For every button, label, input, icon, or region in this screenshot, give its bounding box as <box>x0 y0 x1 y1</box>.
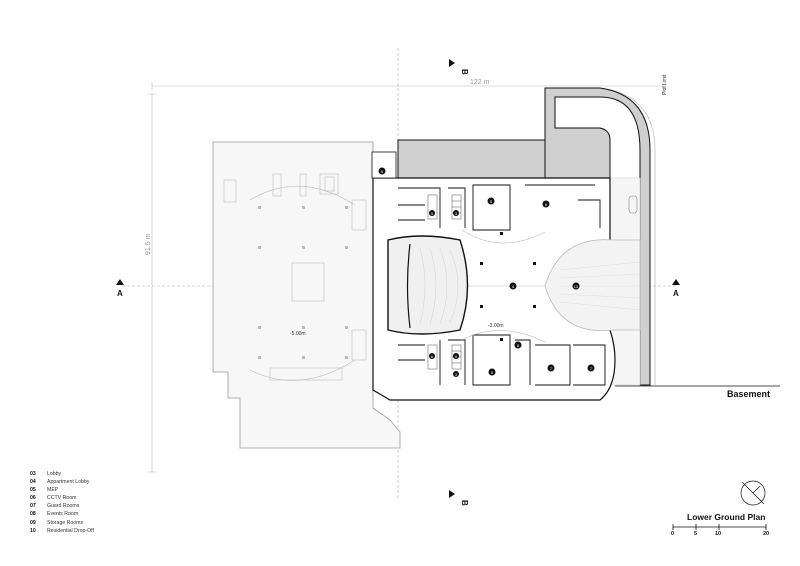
drop-off-lines <box>559 261 641 311</box>
room-tags: 6 5 6 9 3 4 10 8 5 7 7 6 9 3 <box>378 167 595 377</box>
room-top-left <box>371 151 397 179</box>
svg-text:8: 8 <box>517 343 520 348</box>
room-tag: 6 <box>378 167 386 175</box>
section-marker-icon <box>449 59 455 67</box>
plaza-columns <box>480 232 536 341</box>
svg-text:4: 4 <box>512 284 515 289</box>
room-tag: 5 <box>488 368 496 376</box>
event-hall <box>387 235 469 335</box>
room-tag: 3 <box>453 371 459 377</box>
section-marker-icon <box>672 279 680 285</box>
lower-ground-level-label: -3.00m <box>488 323 504 329</box>
svg-text:7: 7 <box>550 366 553 371</box>
room-tag: 9 <box>453 353 459 359</box>
room-tag: 4 <box>509 282 517 290</box>
car-icon <box>628 195 638 214</box>
plan-title: Lower Ground Plan <box>687 512 766 522</box>
height-dimension: 91.5 m <box>145 233 152 255</box>
room-tag: 6 <box>429 353 435 359</box>
section-marker-icon <box>116 279 124 285</box>
basement-columns <box>258 206 348 359</box>
svg-text:9: 9 <box>455 354 458 359</box>
svg-text:7: 7 <box>590 366 593 371</box>
scale-label: 0 <box>671 531 675 537</box>
svg-text:6: 6 <box>545 202 548 207</box>
ramp-curve <box>544 87 651 386</box>
room-tag: 7 <box>547 364 555 372</box>
room-tag: 7 <box>587 364 595 372</box>
event-hall-inner <box>406 243 411 329</box>
svg-text:3: 3 <box>455 211 458 216</box>
svg-text:5: 5 <box>491 370 494 375</box>
basement-label: Basement <box>727 389 771 399</box>
section-a-right-label: A <box>673 289 679 298</box>
scale-labels: 0 5 10 20 <box>668 531 778 541</box>
basement-outline <box>212 141 401 449</box>
svg-text:10: 10 <box>574 284 579 289</box>
dimension-lines <box>148 82 664 473</box>
svg-text:5: 5 <box>490 199 493 204</box>
interior-walls <box>398 184 606 386</box>
basement-level-label: -5.00m <box>290 331 306 337</box>
section-a-left-label: A <box>117 289 123 298</box>
room-tag: 3 <box>453 210 459 216</box>
svg-text:3: 3 <box>455 372 458 377</box>
room-tag: 5 <box>487 197 495 205</box>
svg-text:6: 6 <box>381 169 384 174</box>
room-tag: 10 <box>572 282 580 290</box>
svg-text:6: 6 <box>431 354 434 359</box>
scale-bar <box>672 524 767 530</box>
plot-limit-label: Plot Limit <box>662 74 668 95</box>
width-dimension: 122 m <box>470 79 490 86</box>
lower-ground-slab <box>372 177 616 401</box>
section-b-top-label: B <box>460 69 469 75</box>
north-arrow-icon <box>740 480 766 506</box>
room-tag: 6 <box>542 200 550 208</box>
room-tag: 8 <box>514 341 522 349</box>
scale-label: 10 <box>715 531 722 537</box>
event-hall-seating <box>419 247 459 325</box>
section-b-bottom-label: B <box>460 500 469 506</box>
scale-label: 5 <box>694 531 698 537</box>
scale-label: 20 <box>763 531 770 537</box>
basement-details <box>223 173 367 381</box>
drop-off-arc <box>544 239 641 332</box>
room-tag: 9 <box>429 210 435 216</box>
svg-text:9: 9 <box>431 211 434 216</box>
section-marker-icon <box>449 490 455 498</box>
plaza-details <box>461 229 546 343</box>
